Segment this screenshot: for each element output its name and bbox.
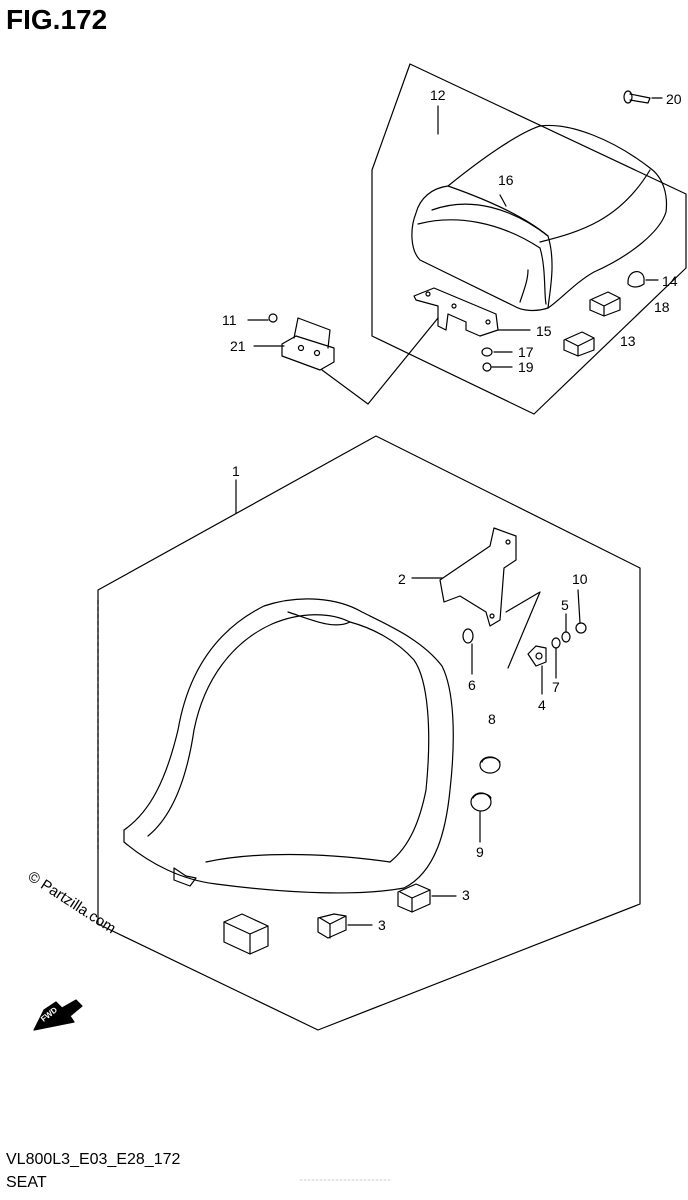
callout-label-20: 20 bbox=[666, 91, 682, 107]
leader-line bbox=[505, 591, 541, 669]
callout-label-14: 14 bbox=[662, 273, 678, 289]
callout-label-9: 9 bbox=[476, 844, 484, 860]
callout-label-18: 18 bbox=[654, 299, 670, 315]
callout-label-13: 13 bbox=[620, 333, 636, 349]
figure-code: VL800L3_E03_E28_172 bbox=[6, 1151, 181, 1168]
callout-label-10: 10 bbox=[572, 571, 588, 587]
section-title: SEAT bbox=[6, 1174, 47, 1191]
leader-line bbox=[577, 589, 581, 624]
rear-seat-illustration bbox=[411, 124, 668, 312]
callout-label-3: 3 bbox=[462, 887, 470, 903]
leader-line bbox=[321, 317, 439, 405]
bolt-11 bbox=[268, 313, 278, 323]
callout-label-7: 7 bbox=[552, 679, 560, 695]
bracket-21 bbox=[281, 317, 335, 371]
rear-seat-group-outline bbox=[371, 63, 687, 415]
callout-label-15: 15 bbox=[536, 323, 552, 339]
seat-bracket-2 bbox=[439, 527, 517, 627]
callout-label-6: 6 bbox=[468, 677, 476, 693]
main-seat-group-outline bbox=[97, 435, 641, 1031]
callout-label-5: 5 bbox=[561, 597, 569, 613]
cap-nut-14 bbox=[627, 271, 645, 288]
callout-label-11: 11 bbox=[222, 312, 237, 328]
bolt-20 bbox=[623, 90, 651, 104]
main-seat-illustration bbox=[123, 598, 454, 894]
leader-line bbox=[499, 194, 507, 207]
callout-label-2: 2 bbox=[398, 571, 406, 587]
seat-mount-3b bbox=[317, 913, 347, 939]
cushion-9 bbox=[470, 792, 492, 812]
figure-title: FIG.172 bbox=[6, 4, 108, 35]
callout-label-19: 19 bbox=[518, 359, 534, 375]
damper-4 bbox=[527, 645, 547, 667]
callout-label-16: 16 bbox=[498, 172, 514, 188]
cushion-8 bbox=[479, 756, 501, 774]
callout-label-1: 1 bbox=[232, 463, 240, 479]
washer-5 bbox=[561, 631, 571, 643]
seat-cover-pack bbox=[223, 913, 269, 955]
rear-seat-bracket bbox=[413, 287, 499, 337]
nut-10 bbox=[575, 622, 587, 634]
callout-label-3: 3 bbox=[378, 917, 386, 933]
callout-label-4: 4 bbox=[538, 697, 546, 713]
callout-label-8: 8 bbox=[488, 711, 496, 727]
rear-mount-rubber-18 bbox=[589, 291, 621, 317]
collar-7 bbox=[551, 637, 561, 649]
washer-6 bbox=[462, 628, 474, 644]
rear-mount-rubber-13 bbox=[563, 331, 595, 357]
fwd-arrow-icon bbox=[33, 999, 83, 1031]
callout-label-17: 17 bbox=[518, 344, 534, 360]
callout-label-21: 21 bbox=[230, 338, 246, 354]
callout-label-12: 12 bbox=[430, 87, 446, 103]
washer-17 bbox=[481, 347, 493, 357]
seat-mount-3a bbox=[397, 883, 431, 913]
nut-19 bbox=[482, 362, 492, 372]
